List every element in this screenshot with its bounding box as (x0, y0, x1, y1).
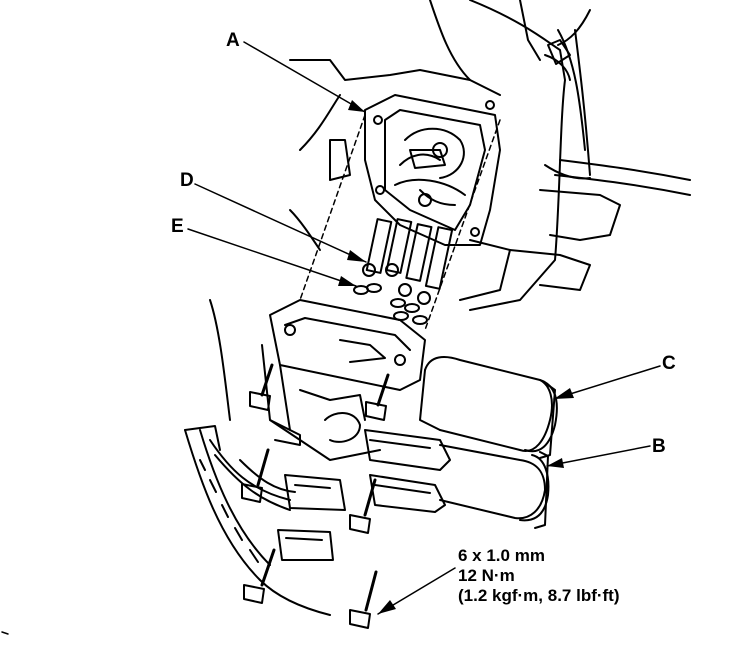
background-panel-left (209, 209, 321, 421)
bolt (365, 373, 390, 421)
callout-a: A (226, 30, 240, 51)
solenoid-body (261, 299, 426, 461)
callout-c: C (662, 353, 676, 374)
solenoid-c (419, 356, 558, 459)
bolt (241, 448, 270, 503)
o-rings-e (353, 283, 428, 325)
transmission-housing (289, 0, 621, 311)
torque-alt-label: (1.2 kgf·m, 8.7 lbf·ft) (458, 586, 620, 605)
arrowheads (338, 100, 574, 614)
bolt (249, 363, 274, 411)
filter-pipes-d (362, 218, 454, 305)
leader-line-b (546, 445, 651, 467)
cable-harness-upper (544, 9, 691, 196)
callout-b: B (652, 436, 666, 457)
mounting-bolts (241, 363, 390, 629)
bolt (349, 478, 377, 534)
torque-spec: 6 x 1.0 mm 12 N·m (1.2 kgf·m, 8.7 lbf·ft… (458, 546, 620, 606)
bolt (349, 570, 378, 629)
solenoid-connectors (277, 429, 451, 561)
bolt (243, 548, 276, 604)
torque-nm-label: 12 N·m (458, 566, 515, 585)
bolt-size-label: 6 x 1.0 mm (458, 546, 545, 565)
leader-line-e (187, 228, 357, 287)
callout-d: D (180, 170, 194, 191)
solenoid-b (439, 444, 550, 529)
leader-line-a (243, 41, 366, 113)
separator-plate-a (364, 94, 501, 246)
alignment-lines (299, 114, 501, 331)
corner-mark (1, 631, 9, 635)
callout-e: E (171, 216, 184, 237)
leader-line-d (194, 183, 367, 263)
wiring-harness (184, 425, 331, 616)
leader-lines (187, 41, 661, 615)
